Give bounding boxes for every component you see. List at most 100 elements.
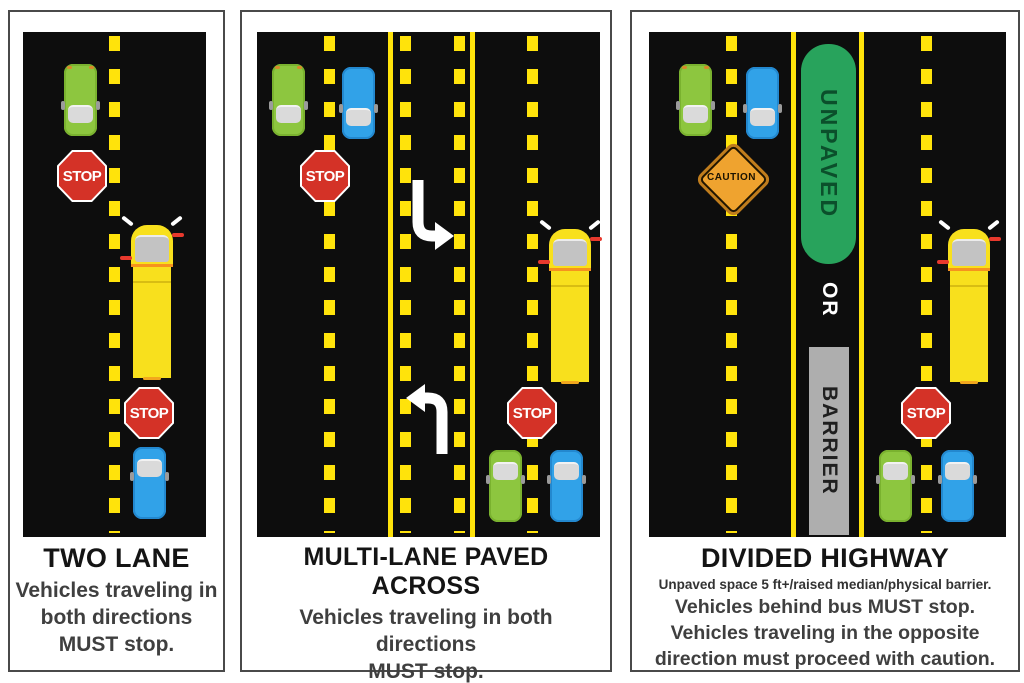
stop-sign-face: STOP (509, 389, 555, 437)
car-body (679, 64, 712, 136)
car-body (342, 67, 375, 139)
panel-title: MULTI-LANE PAVED ACROSS (303, 543, 549, 600)
green-car-icon (269, 64, 308, 136)
car-body (746, 67, 779, 139)
panel-caption: MULTI-LANE PAVED ACROSS Vehicles traveli… (247, 543, 605, 683)
panel-multi-lane: STOP (240, 10, 612, 683)
panel-title: TWO LANE (43, 543, 190, 573)
caption-line: Vehicles traveling in the opposite (670, 622, 980, 644)
car-taillight (704, 66, 709, 69)
car-mirror (711, 101, 715, 110)
or-divider: OR (809, 272, 849, 328)
stop-sign-label: STOP (906, 404, 946, 422)
blue-car-icon (938, 450, 977, 522)
car-mirror (521, 475, 525, 484)
school-bus-icon (120, 215, 184, 380)
green-car-icon (676, 64, 715, 136)
blue-car-icon (743, 67, 782, 139)
stop-sign-face: STOP (59, 152, 105, 200)
car-mirror (304, 101, 308, 110)
car-mirror (339, 104, 343, 113)
car-windshield (554, 462, 579, 480)
lane-dashed-line (726, 36, 737, 533)
bus-roofline (950, 285, 988, 287)
bus-roofline (551, 285, 589, 287)
car-body (550, 450, 583, 522)
blue-car-icon (130, 447, 169, 519)
caption-line: both directions (40, 606, 193, 629)
lane-solid-line (859, 32, 864, 537)
car-windshield (750, 108, 775, 126)
caption-line: MUST stop. (368, 660, 484, 683)
bus-mirror (539, 219, 552, 231)
lane-solid-line (388, 32, 393, 537)
caption-line: Vehicles behind bus MUST stop. (674, 596, 976, 618)
car-body (879, 450, 912, 522)
stop-sign-icon: STOP (300, 150, 350, 202)
car-windshield (346, 108, 371, 126)
bus-windshield (135, 235, 169, 262)
stop-sign-face: STOP (903, 389, 949, 437)
panel-divided-highway: UNPAVED OR BARRIER (630, 10, 1020, 672)
school-bus-icon (538, 219, 602, 384)
divided-highway-road: UNPAVED OR BARRIER (649, 32, 1006, 537)
green-car-icon (486, 450, 525, 522)
panel-caption: DIVIDED HIGHWAY Unpaved space 5 ft+/rais… (637, 543, 1013, 672)
bus-mirror (170, 215, 183, 227)
car-mirror (876, 475, 880, 484)
car-taillight (297, 66, 302, 69)
car-body (489, 450, 522, 522)
car-windshield (883, 462, 908, 480)
panel-title: DIVIDED HIGHWAY (700, 543, 950, 573)
turn-arrow-icon (412, 180, 454, 250)
bus-taillight (561, 381, 579, 384)
car-mirror (547, 475, 551, 484)
bus-stop-arm-light (120, 256, 132, 260)
multi-lane-road: STOP (257, 32, 602, 537)
bus-body (133, 267, 171, 378)
car-mirror (96, 101, 100, 110)
car-windshield (276, 105, 301, 123)
car-mirror (165, 472, 169, 481)
stop-sign-label: STOP (305, 167, 345, 185)
stop-sign-icon: STOP (124, 387, 174, 439)
turn-arrow-icon (406, 384, 448, 454)
stop-sign-label: STOP (62, 167, 102, 185)
stop-sign-label: STOP (512, 404, 552, 422)
bus-taillight (960, 381, 978, 384)
caution-sign-icon: CAUTION (698, 144, 769, 215)
bus-mirror (987, 219, 1000, 231)
panel-two-lane: STOP STOP (8, 10, 225, 672)
car-taillight (275, 66, 280, 69)
barrier-median: BARRIER (809, 347, 849, 535)
center-dashed-line (109, 36, 120, 533)
caption-line: direction must proceed with caution. (654, 648, 996, 670)
car-body (133, 447, 166, 519)
bus-mirror (938, 219, 951, 231)
stop-sign-icon: STOP (57, 150, 107, 202)
two-lane-road: STOP STOP (23, 32, 206, 537)
panel-caption: TWO LANE Vehicles traveling in both dire… (15, 543, 218, 658)
car-mirror (269, 101, 273, 110)
stop-sign-icon: STOP (507, 387, 557, 439)
bus-stripe (948, 268, 990, 271)
bus-stop-arm-light (172, 233, 184, 237)
bus-body (950, 271, 988, 382)
car-mirror (938, 475, 942, 484)
car-taillight (67, 66, 72, 69)
lane-solid-line (470, 32, 475, 537)
green-car-icon (876, 450, 915, 522)
car-mirror (374, 104, 378, 113)
car-mirror (911, 475, 915, 484)
blue-car-icon (339, 67, 378, 139)
bus-stop-arm-light (989, 237, 1001, 241)
lane-dashed-line (324, 36, 335, 533)
green-car-icon (61, 64, 100, 136)
car-mirror (778, 104, 782, 113)
school-bus-icon (937, 219, 1001, 384)
car-mirror (582, 475, 586, 484)
bus-roofline (133, 281, 171, 283)
car-windshield (493, 462, 518, 480)
car-windshield (683, 105, 708, 123)
